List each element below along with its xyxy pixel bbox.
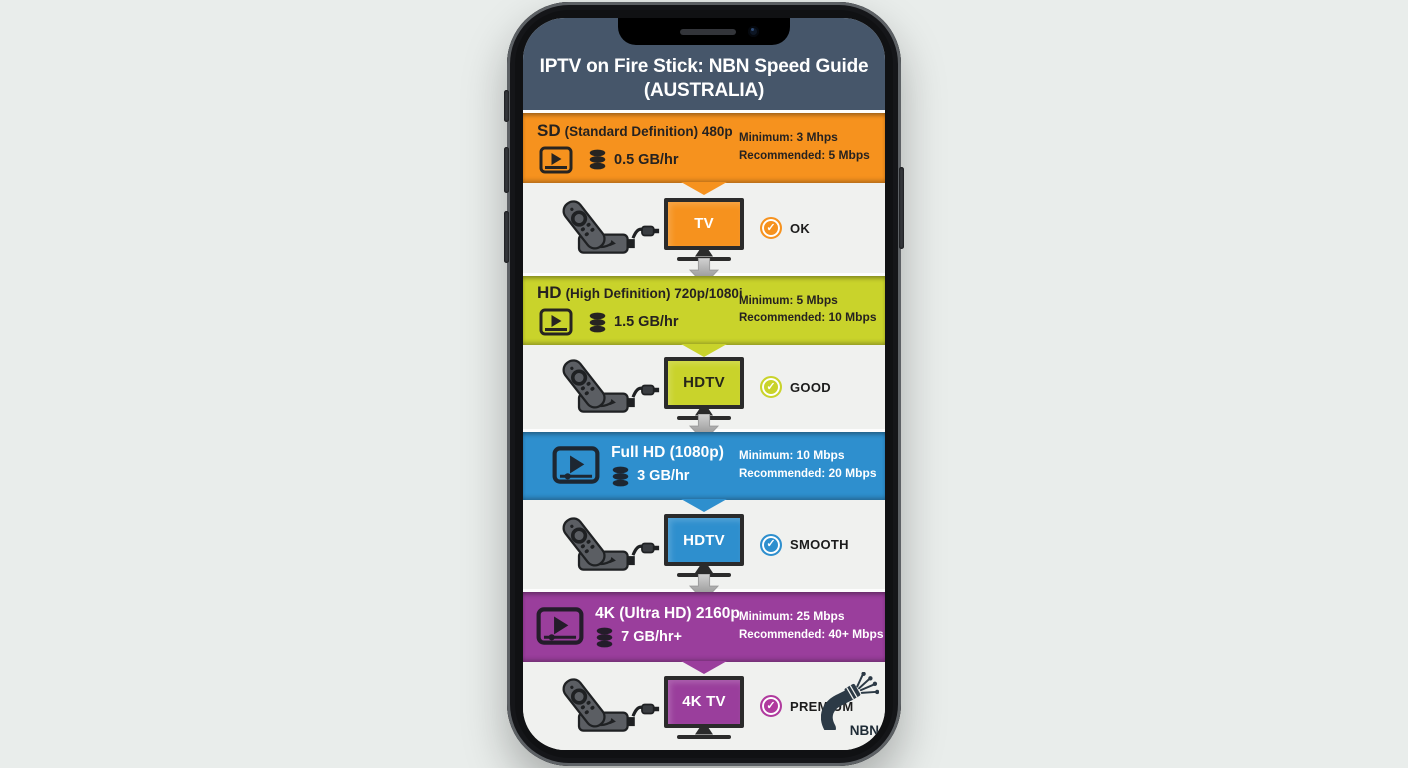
check-badge-icon: ✓ xyxy=(760,533,782,556)
check-badge-icon: ✓ xyxy=(760,376,782,398)
tv-screen-label: HDTV xyxy=(683,531,725,549)
data-usage-icon xyxy=(588,312,607,333)
tier-band-fullhd: Full HD (1080p) 3 GB/hr Minimum: 10 Mbps… xyxy=(523,432,885,512)
minimum-speed: Minimum: 25 Mbps xyxy=(739,609,845,623)
tv-screen-label: HDTV xyxy=(683,374,725,391)
minimum-speed: Minimum: 10 Mbps xyxy=(739,448,845,462)
data-rate: 3 GB/hr xyxy=(637,468,690,484)
tier-title: Full HD (1080p) xyxy=(611,443,724,461)
data-rate: 1.5 GB/hr xyxy=(614,314,679,330)
nbn-logo: NBN xyxy=(821,672,883,750)
power-button xyxy=(899,167,904,249)
recommended-speed: Recommended: 5 Mbps xyxy=(739,147,870,162)
quality-result: ✓ SMOOTH xyxy=(760,533,856,556)
data-rate: 0.5 GB/hr xyxy=(614,151,679,168)
device-row-fullhd: HDTV ✓ SMOOTH xyxy=(523,500,885,589)
page-title: IPTV on Fire Stick: NBN Speed Guide (AUS… xyxy=(523,55,885,103)
tier-title: SD(Standard Definition) 480p xyxy=(537,120,733,140)
video-player-icon xyxy=(552,446,600,484)
tv-screen-label: 4K TV xyxy=(682,693,726,710)
device-row-sd: TV ✓ OK xyxy=(523,183,885,273)
video-player-icon xyxy=(537,308,575,336)
quality-label: GOOD xyxy=(790,379,831,395)
data-rate: 7 GB/hr+ xyxy=(621,629,682,645)
device-row-hd: HDTV ✓ GOOD xyxy=(523,345,885,429)
recommended-speed: Recommended: 20 Mbps xyxy=(739,465,877,480)
device-row-4k: 4K TV ✓ PREMIUM NBN xyxy=(523,662,885,750)
video-player-icon xyxy=(536,607,584,645)
fire-stick-icon xyxy=(552,198,660,264)
chevron-down-tab xyxy=(681,661,727,674)
notch xyxy=(618,18,790,45)
data-usage-icon xyxy=(595,627,614,648)
speaker-grille-icon xyxy=(680,29,736,35)
tv-icon: HDTV xyxy=(664,514,744,577)
divider xyxy=(523,110,885,113)
mute-switch xyxy=(504,90,509,122)
infographic-header: IPTV on Fire Stick: NBN Speed Guide (AUS… xyxy=(523,18,885,110)
minimum-speed: Minimum: 3 Mhps xyxy=(739,130,838,144)
tv-icon: HDTV xyxy=(664,356,744,420)
fire-stick-icon xyxy=(552,676,660,742)
title-line-2: (AUSTRALIA) xyxy=(643,80,765,101)
chevron-down-tab xyxy=(681,344,727,357)
quality-label: SMOOTH xyxy=(790,537,849,552)
front-camera-icon xyxy=(748,26,759,37)
fire-stick-icon xyxy=(552,515,660,581)
check-badge-icon: ✓ xyxy=(760,217,782,239)
fiber-cable-icon xyxy=(821,672,879,730)
tv-icon: 4K TV xyxy=(664,675,744,739)
nbn-label: NBN xyxy=(849,723,879,738)
chevron-down-tab xyxy=(681,499,727,512)
tv-icon: TV xyxy=(664,197,744,261)
volume-up-button xyxy=(504,147,509,193)
video-player-icon xyxy=(537,146,575,174)
minimum-speed: Minimum: 5 Mbps xyxy=(739,292,838,307)
recommended-speed: Recommended: 40+ Mbps xyxy=(739,626,884,641)
title-line-1: IPTV on Fire Stick: NBN Speed Guide xyxy=(539,56,869,77)
tv-screen-label: TV xyxy=(694,215,714,232)
tier-band-hd: HD(High Definition) 720p/1080i 1.5 GB/hr… xyxy=(523,276,885,357)
phone-mockup: IPTV on Fire Stick: NBN Speed Guide (AUS… xyxy=(504,2,904,766)
quality-label: OK xyxy=(790,220,811,236)
data-usage-icon xyxy=(611,466,630,487)
quality-result: ✓ GOOD xyxy=(760,376,856,398)
tier-title: HD(High Definition) 720p/1080i xyxy=(537,283,743,302)
volume-down-button xyxy=(504,211,509,263)
data-usage-icon xyxy=(588,149,607,170)
quality-result: ✓ OK xyxy=(760,217,856,239)
fire-stick-icon xyxy=(552,357,660,423)
check-badge-icon: ✓ xyxy=(760,695,782,717)
tier-title: 4K (Ultra HD) 2160p xyxy=(595,604,740,622)
recommended-speed: Recommended: 10 Mbps xyxy=(739,310,877,324)
phone-screen: IPTV on Fire Stick: NBN Speed Guide (AUS… xyxy=(523,18,885,750)
chevron-down-tab xyxy=(681,182,727,195)
tier-band-4k: 4K (Ultra HD) 2160p 7 GB/hr+ Minimum: 25… xyxy=(523,592,885,674)
tier-band-sd: SD(Standard Definition) 480p 0.5 GB/hr M… xyxy=(523,113,885,195)
